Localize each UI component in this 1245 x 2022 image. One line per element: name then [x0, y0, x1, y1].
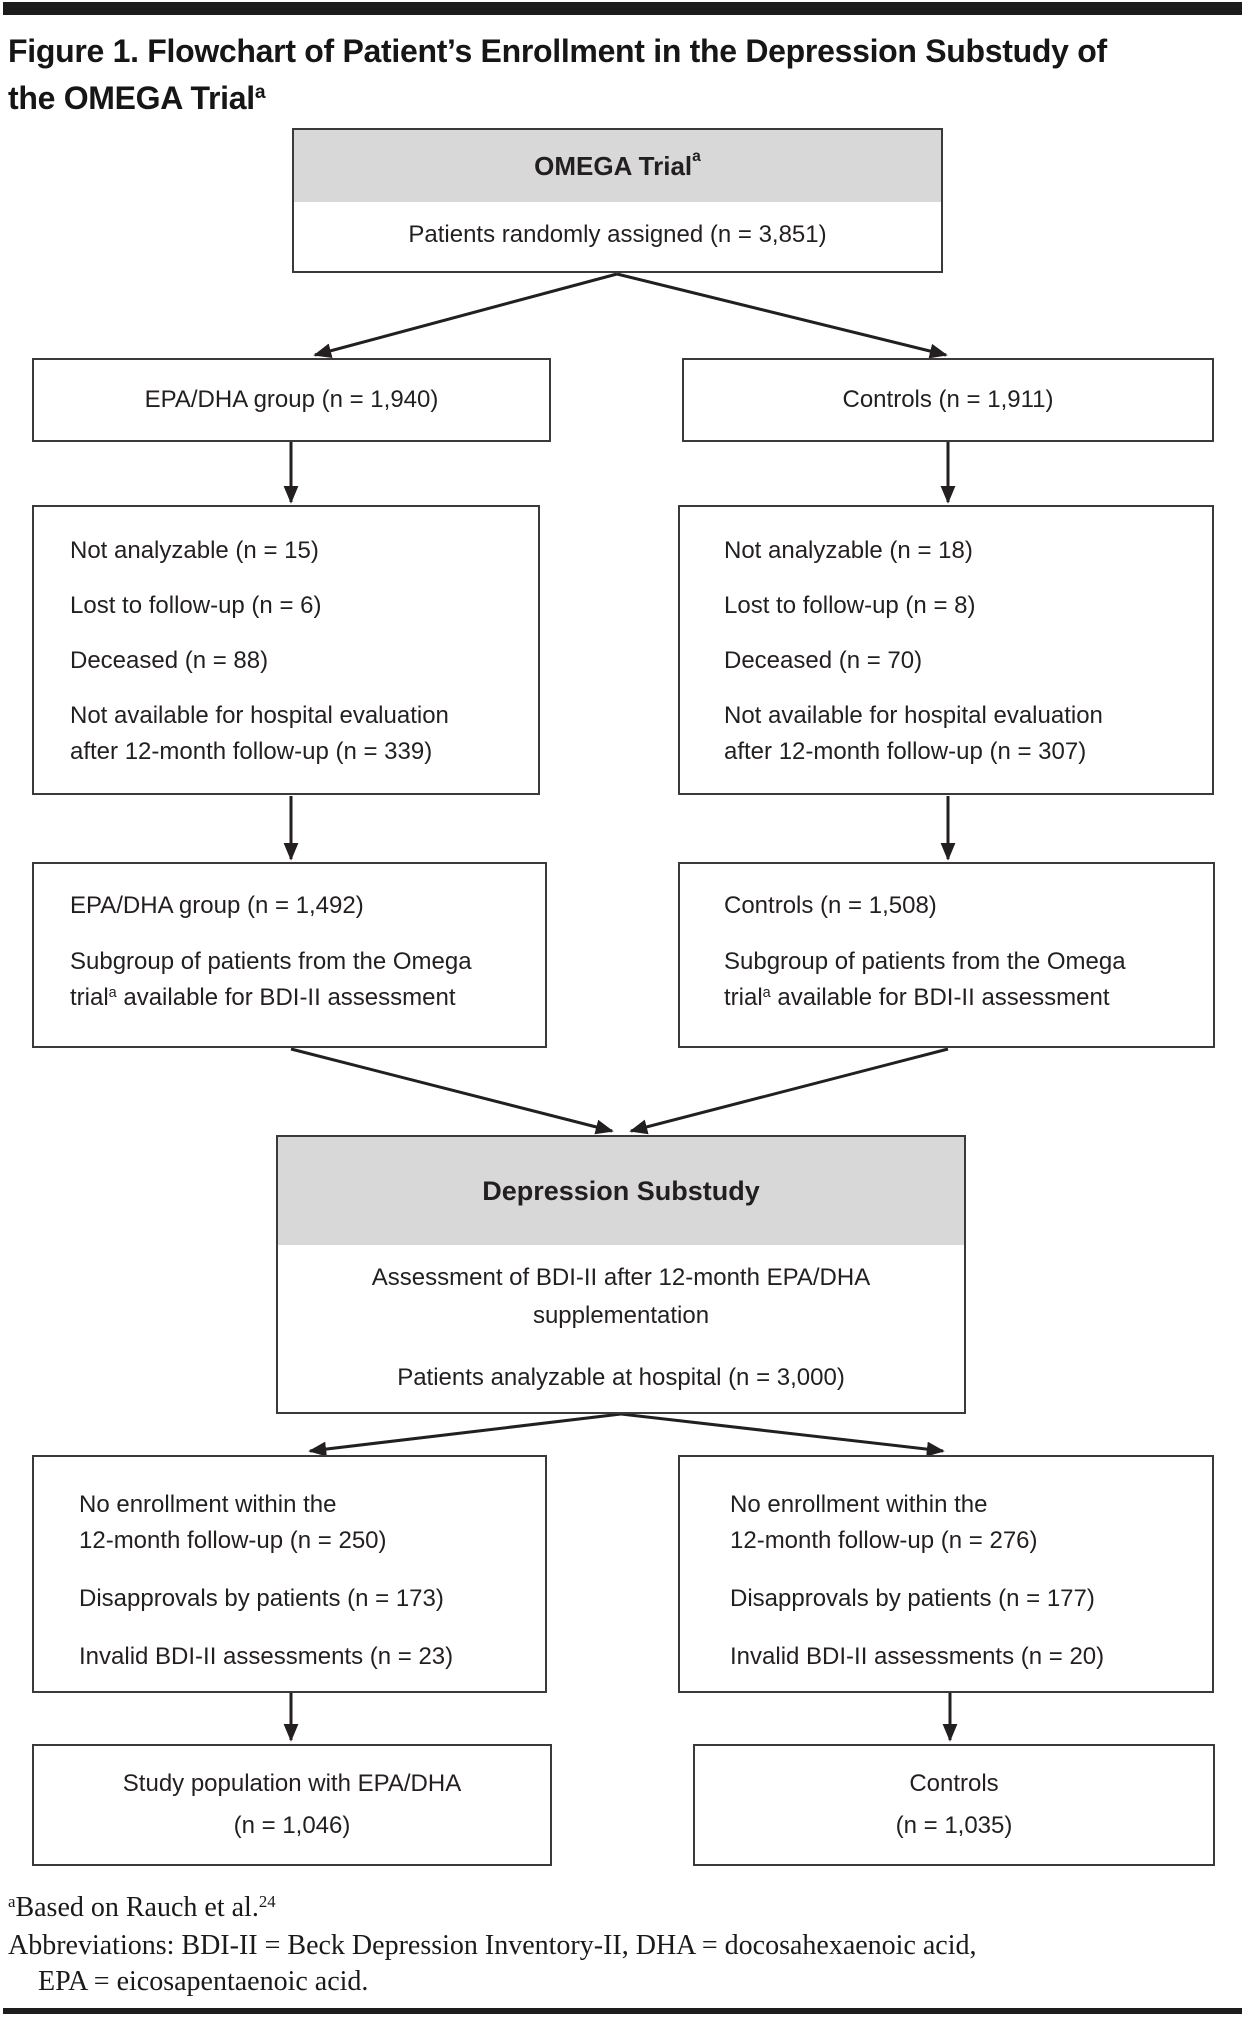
arrow-controls-subgroup-to-substudy	[629, 1047, 949, 1135]
node-controls-exclusions: Not analyzable (n = 18) Lost to follow-u…	[678, 505, 1214, 795]
subgroup-description-line-1: Subgroup of patients from the Omega	[724, 948, 1126, 975]
arrow-substudy-to-epa-nonenrollment	[308, 1412, 622, 1457]
node-omega-trial-body: Patients randomly assigned (n = 3,851)	[408, 221, 827, 248]
arrow-omega-to-controls-group	[616, 272, 948, 359]
substudy-body-line-3: Patients analyzable at hospital (n = 3,0…	[397, 1364, 845, 1391]
exclusion-line: Not analyzable (n = 15)	[70, 537, 319, 564]
arrow-epa-subgroup-to-substudy	[290, 1047, 614, 1135]
node-controls-group: Controls (n = 1,911)	[682, 358, 1214, 442]
subgroup-count-line: EPA/DHA group (n = 1,492)	[70, 892, 364, 919]
footnote-reference-24: 24	[258, 1891, 276, 1911]
exclusion-line: Lost to follow-up (n = 6)	[70, 592, 322, 619]
exclusion-line: Deceased (n = 88)	[70, 647, 269, 674]
node-epa-dha-final: Study population with EPA/DHA (n = 1,046…	[32, 1744, 552, 1866]
nonenrollment-line: Disapprovals by patients (n = 173)	[79, 1585, 444, 1612]
exclusion-line: Deceased (n = 70)	[724, 647, 923, 674]
node-epa-dha-nonenrollment: No enrollment within the 12-month follow…	[32, 1455, 547, 1693]
node-depression-substudy-header: Depression Substudy	[278, 1137, 964, 1245]
node-controls-subgroup: Controls (n = 1,508) Subgroup of patient…	[678, 862, 1215, 1048]
figure-title-line-2: the OMEGA Triala	[8, 80, 266, 116]
subgroup-count-line: Controls (n = 1,508)	[724, 892, 937, 919]
footnote-abbreviations-continuation: EPA = eicosapentaenoic acid.	[38, 1966, 369, 1997]
node-depression-substudy: Depression Substudy Assessment of BDI-II…	[276, 1135, 966, 1414]
subgroup-description-line-1: Subgroup of patients from the Omega	[70, 948, 472, 975]
node-epa-dha-subgroup: EPA/DHA group (n = 1,492) Subgroup of pa…	[32, 862, 547, 1048]
top-rule	[3, 2, 1242, 15]
figure-title-line-1: Figure 1. Flowchart of Patient’s Enrollm…	[8, 33, 1107, 69]
node-depression-substudy-body: Assessment of BDI-II after 12-month EPA/…	[278, 1245, 964, 1397]
trial-superscript: a	[108, 985, 117, 1002]
footnote-superscript-a: a	[8, 1891, 16, 1911]
final-population-line-2: (n = 1,046)	[233, 1812, 351, 1839]
subgroup-description-line-2: triala available for BDI-II assessment	[70, 984, 456, 1011]
nonenrollment-line-continuation: 12-month follow-up (n = 276)	[730, 1527, 1038, 1554]
bottom-rule	[3, 2008, 1242, 2014]
nonenrollment-line: No enrollment within the	[730, 1491, 988, 1518]
final-population-line-1: Study population with EPA/DHA	[122, 1770, 462, 1797]
footnote-abbreviations: Abbreviations: BDI-II = Beck Depression …	[8, 1930, 977, 1961]
substudy-body-line-1: Assessment of BDI-II after 12-month EPA/…	[371, 1264, 871, 1291]
figure-title: Figure 1. Flowchart of Patient’s Enrollm…	[8, 28, 1107, 122]
nonenrollment-line: Invalid BDI-II assessments (n = 20)	[730, 1643, 1105, 1670]
trial-superscript: a	[762, 985, 771, 1002]
arrow-substudy-to-controls-nonenrollment	[620, 1412, 945, 1457]
node-controls-group-label: Controls (n = 1,911)	[842, 386, 1054, 413]
node-controls-final: Controls (n = 1,035)	[693, 1744, 1215, 1866]
exclusion-line-continuation: after 12-month follow-up (n = 307)	[724, 738, 1087, 765]
arrow-omega-to-epa-group	[313, 272, 618, 359]
node-epa-dha-group: EPA/DHA group (n = 1,940)	[32, 358, 551, 442]
nonenrollment-line: Disapprovals by patients (n = 177)	[730, 1585, 1095, 1612]
title-superscript: a	[254, 82, 266, 104]
subgroup-description-line-2: triala available for BDI-II assessment	[724, 984, 1110, 1011]
final-population-line-2: (n = 1,035)	[895, 1812, 1013, 1839]
footnote-based-on: aBased on Rauch et al.24	[8, 1891, 276, 1923]
node-epa-dha-group-label: EPA/DHA group (n = 1,940)	[144, 386, 439, 413]
node-controls-nonenrollment: No enrollment within the 12-month follow…	[678, 1455, 1214, 1693]
nonenrollment-line: Invalid BDI-II assessments (n = 23)	[79, 1643, 454, 1670]
exclusion-line: Not available for hospital evaluation	[70, 702, 449, 729]
exclusion-line: Not analyzable (n = 18)	[724, 537, 973, 564]
exclusion-line: Lost to follow-up (n = 8)	[724, 592, 976, 619]
exclusion-line: Not available for hospital evaluation	[724, 702, 1103, 729]
exclusion-line-continuation: after 12-month follow-up (n = 339)	[70, 738, 433, 765]
nonenrollment-line: No enrollment within the	[79, 1491, 337, 1518]
node-epa-dha-exclusions: Not analyzable (n = 15) Lost to follow-u…	[32, 505, 540, 795]
nonenrollment-line-continuation: 12-month follow-up (n = 250)	[79, 1527, 387, 1554]
final-population-line-1: Controls	[909, 1770, 999, 1797]
substudy-body-line-2: supplementation	[532, 1302, 710, 1329]
